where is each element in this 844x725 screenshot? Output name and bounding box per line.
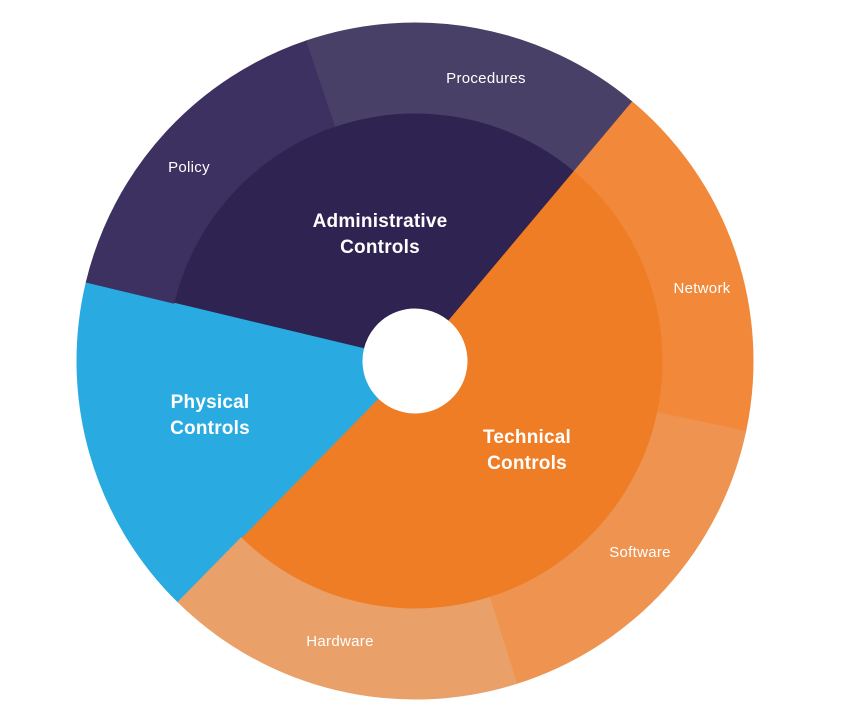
segment-physical-controls bbox=[76, 281, 379, 603]
segment-hardware bbox=[177, 537, 518, 700]
